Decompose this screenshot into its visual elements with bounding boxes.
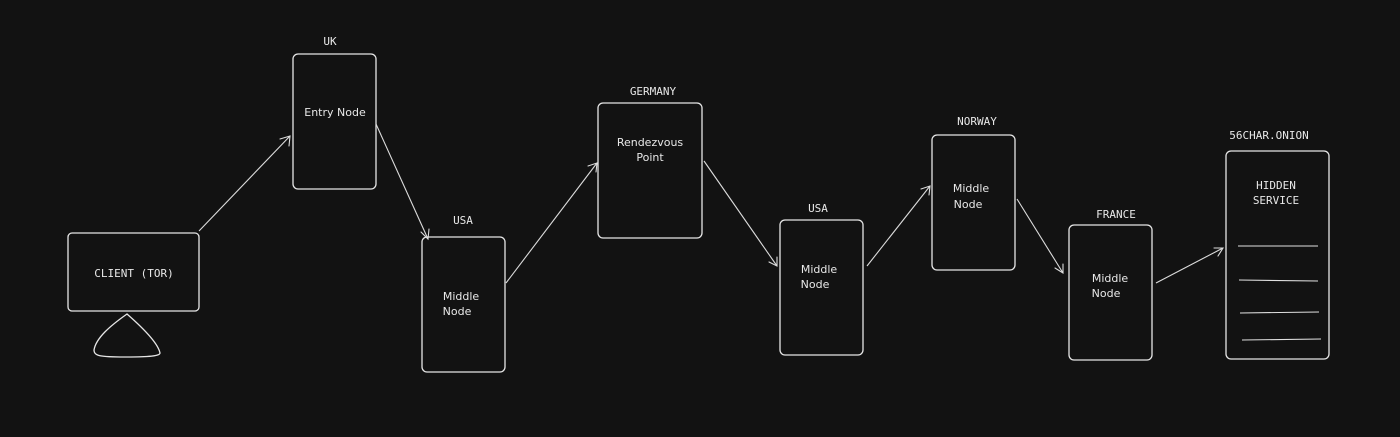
hidden-service-address: 56CHAR.ONION <box>1229 129 1308 142</box>
hidden-service-line-2 <box>1238 279 1319 282</box>
middle-node-4-country: FRANCE <box>1096 208 1136 221</box>
rendezvous-label-line2: Point <box>636 151 664 164</box>
middle-node-1-box <box>421 236 506 373</box>
arrow-client-to-entry <box>198 135 291 232</box>
middle-node-2-label-line1: Middle <box>801 263 838 276</box>
middle-node-3-label-line2: Node <box>954 198 983 211</box>
middle-node-2-country: USA <box>808 202 828 215</box>
client-monitor <box>67 232 200 312</box>
entry-country: UK <box>323 35 337 48</box>
hidden-service-line-4 <box>1241 338 1322 341</box>
middle-node-1: USA Middle Node <box>421 214 506 373</box>
rendezvous-point: GERMANY Rendezvous Point <box>597 85 703 239</box>
arrowhead-middle1-to-rendezvous <box>587 162 598 173</box>
middle-node-4-label-line1: Middle <box>1092 272 1129 285</box>
arrow-rendezvous-to-middle2 <box>703 160 778 267</box>
arrow-middle4-to-hidden-service <box>1155 247 1224 284</box>
middle-node-1-label-line2: Node <box>443 305 472 318</box>
hidden-service-label-line2: SERVICE <box>1253 194 1299 207</box>
arrowhead-middle2-to-middle3 <box>920 185 931 196</box>
arrowhead-middle3-to-middle4 <box>1054 263 1064 274</box>
middle-node-4-label-line2: Node <box>1092 287 1121 300</box>
hidden-service-label-line1: HIDDEN <box>1256 179 1296 192</box>
rendezvous-label-line1: Rendezvous <box>617 136 684 149</box>
middle-node-1-country: USA <box>453 214 473 227</box>
arrow-middle2-to-middle3 <box>866 185 931 267</box>
middle-node-2: USA Middle Node <box>779 202 864 356</box>
hidden-service-line-3 <box>1239 311 1320 314</box>
client-node: CLIENT (TOR) <box>67 232 200 358</box>
client-monitor-stand <box>93 313 161 358</box>
middle-node-3-box <box>931 134 1016 271</box>
middle-node-4-box <box>1068 224 1153 361</box>
connectors <box>198 123 1224 284</box>
middle-node-1-label-line1: Middle <box>443 290 480 303</box>
rendezvous-country: GERMANY <box>630 85 677 98</box>
arrowhead-rendezvous-to-middle2 <box>768 256 778 267</box>
middle-node-2-label-line2: Node <box>801 278 830 291</box>
rendezvous-box <box>597 102 703 239</box>
arrow-middle3-to-middle4 <box>1016 198 1064 274</box>
middle-node-3: NORWAY Middle Node <box>931 115 1016 271</box>
hidden-service-box <box>1225 150 1330 360</box>
entry-node: UK Entry Node <box>292 35 377 190</box>
arrowhead-entry-to-middle1 <box>420 228 430 241</box>
entry-node-box <box>292 53 377 190</box>
arrowhead-middle4-to-hidden-service <box>1213 247 1224 257</box>
arrow-entry-to-middle1 <box>375 123 429 240</box>
middle-node-3-label-line1: Middle <box>953 182 990 195</box>
arrow-middle1-to-rendezvous <box>505 162 598 284</box>
hidden-service: 56CHAR.ONION HIDDEN SERVICE <box>1225 129 1330 360</box>
client-label: CLIENT (TOR) <box>94 267 173 280</box>
arrowhead-client-to-entry <box>279 135 291 147</box>
middle-node-2-box <box>779 219 864 356</box>
middle-node-4: FRANCE Middle Node <box>1068 208 1153 361</box>
middle-node-3-country: NORWAY <box>957 115 997 128</box>
entry-node-label: Entry Node <box>304 106 366 119</box>
